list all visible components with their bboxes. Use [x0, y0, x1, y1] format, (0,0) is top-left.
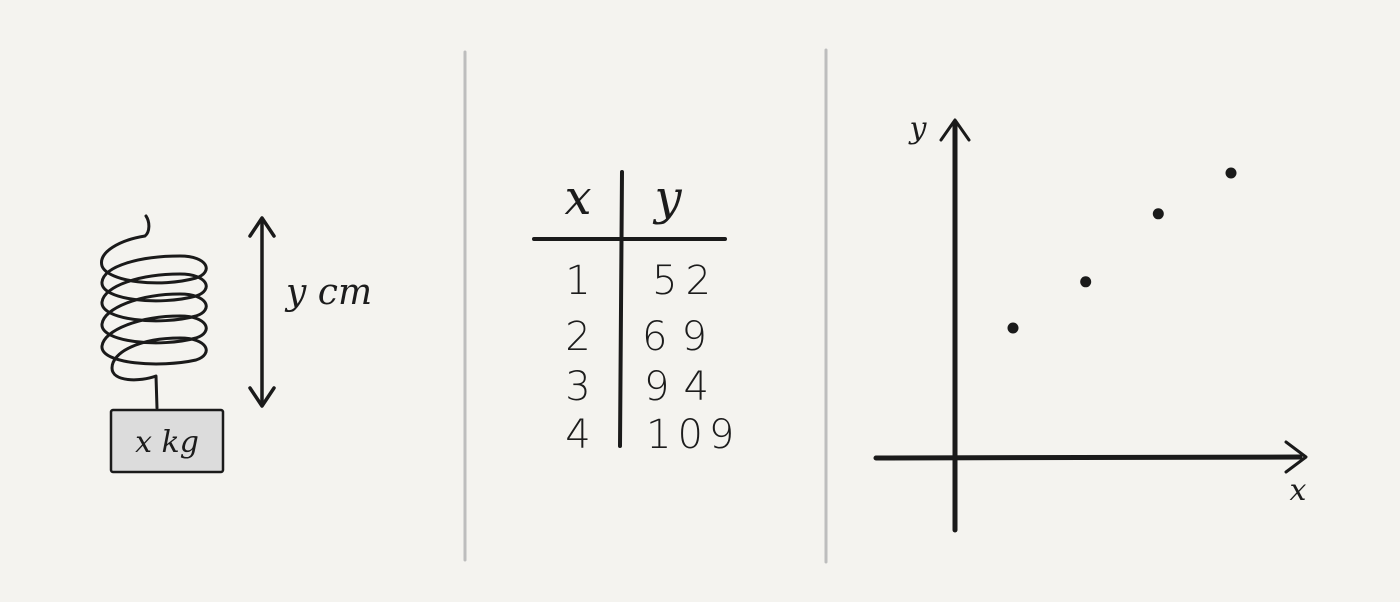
length-arrow-head-bottom — [248, 386, 276, 408]
table-cell-x: 1 — [565, 258, 590, 304]
table-cell-y: 52 — [652, 258, 719, 304]
mass-label: x kg — [135, 425, 199, 460]
table-cell-y: 109 — [646, 412, 740, 458]
table-row: 4 109 — [565, 412, 740, 458]
scatter-point — [1080, 276, 1092, 288]
scatter-points — [1007, 167, 1237, 334]
table-row: 2 69 — [565, 314, 721, 360]
y-axis-arrowhead — [939, 118, 971, 142]
spring-coil — [100, 214, 208, 410]
table-panel: x y 1 52 2 69 3 94 4 109 — [532, 170, 740, 458]
table-cell-y: 94 — [644, 364, 723, 410]
length-label: y cm — [284, 272, 372, 313]
x-axis-label: x — [1290, 473, 1307, 508]
table-header-x: x — [564, 170, 591, 226]
x-axis-arrowhead — [1284, 440, 1308, 474]
table-cell-y: 69 — [642, 314, 721, 360]
scatter-panel: y x — [873, 111, 1308, 533]
table-cell-x: 4 — [565, 412, 590, 458]
table-column-rule — [618, 170, 624, 448]
spring-panel: x kg y cm — [100, 214, 372, 474]
table-row: 1 52 — [565, 258, 719, 304]
y-axis-label: y — [908, 111, 928, 146]
mass-box — [109, 408, 225, 474]
table-header-y: y — [652, 170, 682, 226]
table-row: 3 94 — [565, 364, 723, 410]
scatter-point — [1007, 322, 1019, 334]
scatter-point — [1225, 167, 1237, 179]
length-arrow-head-top — [248, 216, 276, 238]
scatter-point — [1152, 208, 1164, 220]
table-cell-x: 2 — [565, 314, 590, 360]
x-axis — [873, 454, 1303, 461]
table-cell-x: 3 — [565, 364, 590, 410]
